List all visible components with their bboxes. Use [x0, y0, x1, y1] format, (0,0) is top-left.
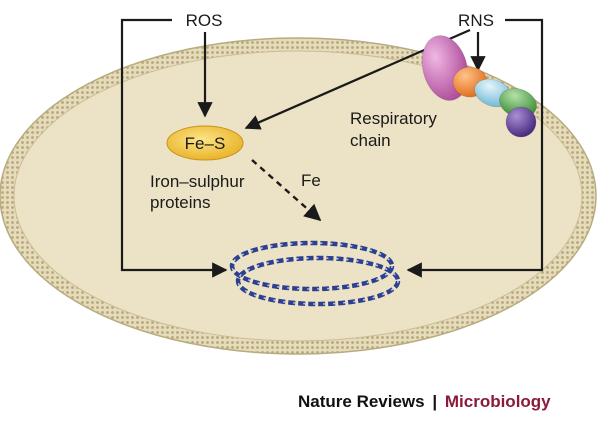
fe-s-protein: [166, 125, 244, 161]
iron-sulphur-label-line1: Iron–sulphur: [150, 172, 245, 191]
respiratory-chain-label-line1: Respiratory: [350, 109, 437, 128]
journal-name: Nature Reviews: [298, 392, 425, 411]
respiratory-chain: [421, 35, 537, 138]
respiratory-chain-label-line2: chain: [350, 131, 391, 150]
ros-arrows: [120, 18, 228, 278]
ros-label: ROS: [186, 11, 223, 30]
bacterial-chromosome: [229, 240, 401, 307]
iron-sulphur-label-line2: proteins: [150, 193, 210, 212]
fe-release-arrow: [251, 159, 322, 222]
footer-separator: |: [432, 392, 438, 411]
fe-label: Fe: [301, 171, 321, 190]
fe-s-label: Fe–S: [185, 134, 226, 153]
journal-credit: Nature Reviews | Microbiology: [298, 392, 551, 412]
journal-section: Microbiology: [444, 392, 551, 411]
cell-cytoplasm: [13, 50, 583, 342]
rns-label: RNS: [458, 11, 494, 30]
